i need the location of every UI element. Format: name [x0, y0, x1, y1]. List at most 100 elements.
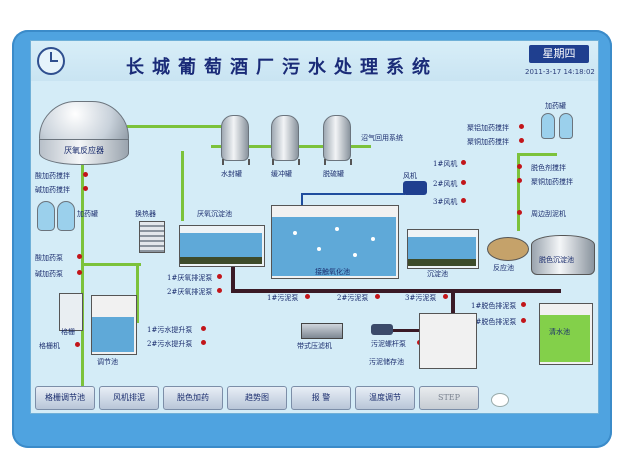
- desulfur-tank-legs: [324, 159, 352, 165]
- pipe-clarifier-in: [181, 151, 184, 221]
- air-bubble: [317, 247, 321, 251]
- regulating-tank-label: 调节池: [97, 358, 118, 366]
- acid-pump-label: 酸加药泵: [35, 254, 63, 262]
- sludge-pump-1-indicator[interactable]: [305, 294, 310, 299]
- air-bubble: [293, 231, 297, 235]
- anaerobic-reactor-label: 厌氧反应器: [64, 146, 104, 155]
- blower-unit[interactable]: [403, 181, 427, 195]
- lift-pump-2-indicator[interactable]: [201, 340, 206, 345]
- blower-3-indicator[interactable]: [461, 198, 466, 203]
- contact-oxidation-label: 接触氧化池: [315, 268, 350, 276]
- decolor-sludge-pump-2-label: 2#脱色排泥泵: [471, 318, 517, 326]
- screen-machine-indicator[interactable]: [75, 342, 80, 347]
- air-bubble: [335, 227, 339, 231]
- sludge-storage-tank[interactable]: [419, 313, 477, 369]
- belt-press[interactable]: [301, 323, 343, 339]
- buffer-tank-legs: [272, 159, 300, 165]
- base-mixer-indicator[interactable]: [83, 186, 88, 191]
- anaerobic-sludge-pump-1-label: 1#厌氧排泥泵: [167, 274, 213, 282]
- acid-pump-indicator[interactable]: [77, 254, 82, 259]
- blower-1-label: 1#风机: [433, 160, 458, 168]
- pipe-sludge-press: [391, 329, 421, 332]
- anaerobic-sludge-pump-1-indicator[interactable]: [217, 274, 222, 279]
- sludge-pump-2-indicator[interactable]: [375, 294, 380, 299]
- reaction-tank[interactable]: [487, 237, 529, 261]
- page-title: 长城葡萄酒厂污水处理系统: [126, 57, 438, 78]
- blower-label: 风机: [403, 172, 417, 180]
- base-pump-indicator[interactable]: [77, 270, 82, 275]
- pam-mixer-indicator[interactable]: [519, 138, 524, 143]
- datetime-readout: 2011-3-17 14:18:02: [525, 68, 595, 76]
- blower-2-label: 2#风机: [433, 180, 458, 188]
- pipe-sludge-down: [451, 289, 455, 319]
- air-bubble: [371, 237, 375, 241]
- buffer-tank[interactable]: [271, 115, 299, 161]
- pipe-biogas: [127, 125, 227, 128]
- contact-oxidation-water: [272, 217, 396, 276]
- decolor-sludge-pump-1-indicator[interactable]: [521, 302, 526, 307]
- lift-pump-1-indicator[interactable]: [201, 326, 206, 331]
- desulfur-tank[interactable]: [323, 115, 351, 161]
- regulating-tank-water: [92, 317, 134, 352]
- screen-channel[interactable]: [59, 293, 83, 331]
- heat-exchanger[interactable]: [139, 221, 165, 253]
- desulfur-tank-label: 脱硫罐: [323, 170, 344, 178]
- base-mixer-label: 碱加药搅拌: [35, 186, 70, 194]
- right-dosing-tank-2[interactable]: [559, 113, 573, 139]
- scraper-indicator[interactable]: [517, 210, 522, 215]
- water-seal-legs: [222, 159, 250, 165]
- pipe-sludge-riser: [231, 265, 235, 291]
- acid-dosing-tank[interactable]: [37, 201, 55, 231]
- sedimentation-label: 沉淀池: [427, 270, 448, 278]
- nav-trend-button[interactable]: 趋势图: [227, 386, 287, 410]
- pipe-return: [81, 263, 141, 266]
- scraper-label: 周边刮泥机: [531, 210, 566, 218]
- pipe-right-top: [517, 153, 557, 156]
- right-dosing-tank-1[interactable]: [541, 113, 555, 139]
- screen-machine-label: 格栅机: [39, 342, 60, 350]
- belt-press-label: 带式压滤机: [297, 342, 332, 350]
- anaerobic-sludge-pump-2-indicator[interactable]: [217, 288, 222, 293]
- sludge-storage-label: 污泥储存池: [369, 358, 404, 366]
- screen-label: 格栅: [61, 328, 75, 336]
- pipe-anaerobic-out: [81, 163, 84, 393]
- pam-mixer-2-label: 聚铜加药搅拌: [531, 178, 573, 186]
- base-dosing-tank[interactable]: [57, 201, 75, 231]
- clear-water-label: 清水池: [549, 328, 570, 336]
- pipe-right-dosing: [517, 156, 520, 231]
- lift-pump-1-label: 1#污水提升泵: [147, 326, 193, 334]
- sedimentation-sludge: [408, 259, 476, 266]
- sedimentation-water: [408, 237, 476, 259]
- sludge-screw-pump[interactable]: [371, 324, 393, 335]
- nav-temperature-button[interactable]: 温度调节: [355, 386, 415, 410]
- anaerobic-reactor-body[interactable]: [39, 139, 129, 165]
- chat-icon: [491, 393, 509, 407]
- pipe-sludge-main: [231, 289, 561, 293]
- dosing-tank-left-label: 加药罐: [77, 210, 98, 218]
- decolor-sludge-pump-2-indicator[interactable]: [521, 318, 526, 323]
- biogas-system-label[interactable]: 沼气回用系统: [361, 134, 403, 142]
- decolor-sludge-pump-1-label: 1#脱色排泥泵: [471, 302, 517, 310]
- anaerobic-clarifier-water: [180, 233, 262, 257]
- title-bar: 长城葡萄酒厂污水处理系统 星期四 2011-3-17 14:18:02: [31, 41, 598, 81]
- anaerobic-clarifier-sludge: [180, 257, 262, 264]
- pac-mixer-indicator[interactable]: [519, 124, 524, 129]
- water-seal-label: 水封罐: [221, 170, 242, 178]
- sludge-pump-2-label: 2#污泥泵: [337, 294, 369, 302]
- water-seal-tank[interactable]: [221, 115, 249, 161]
- nav-blower-sludge-button[interactable]: 风机排泥: [99, 386, 159, 410]
- nav-screen-regulating-button[interactable]: 格栅调节池: [35, 386, 95, 410]
- blower-1-indicator[interactable]: [461, 160, 466, 165]
- nav-step-button[interactable]: STEP: [419, 386, 479, 410]
- decolor-mixer-indicator[interactable]: [517, 164, 522, 169]
- nav-alarm-button[interactable]: 报 警: [291, 386, 351, 410]
- pipe-hx-down: [136, 263, 139, 323]
- lift-pump-2-label: 2#污水提升泵: [147, 340, 193, 348]
- acid-mixer-indicator[interactable]: [83, 172, 88, 177]
- sludge-pump-3-label: 3#污泥泵: [405, 294, 437, 302]
- decolor-clarifier[interactable]: [531, 235, 595, 275]
- sludge-pump-3-indicator[interactable]: [443, 294, 448, 299]
- pam-mixer-2-indicator[interactable]: [517, 178, 522, 183]
- blower-2-indicator[interactable]: [461, 180, 466, 185]
- nav-decolor-dosing-button[interactable]: 脱色加药: [163, 386, 223, 410]
